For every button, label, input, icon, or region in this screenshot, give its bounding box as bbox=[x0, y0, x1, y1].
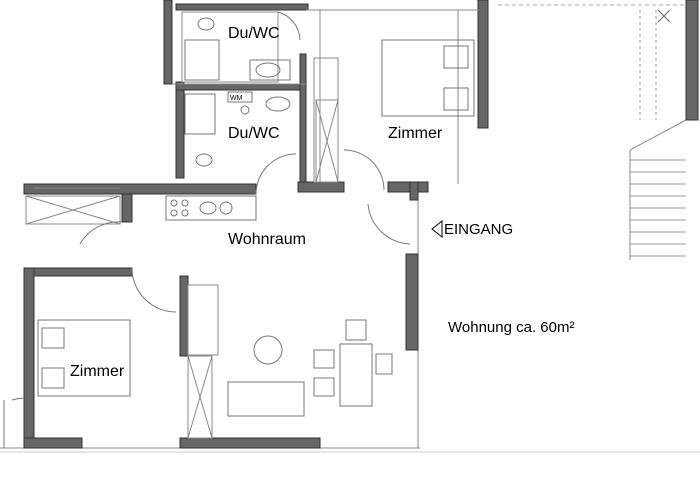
room-label-bedroom-left: Zimmer bbox=[70, 363, 125, 380]
entrance-arrow-icon bbox=[431, 219, 443, 239]
area-note: Wohnung ca. 60m² bbox=[448, 319, 574, 336]
wm-label: WM bbox=[230, 95, 243, 102]
room-label-wc-bottom: Du/WC bbox=[228, 125, 280, 142]
room-label-wc-top: Du/WC bbox=[228, 25, 280, 42]
site-lines bbox=[0, 4, 700, 453]
room-label-bedroom-right: Zimmer bbox=[388, 125, 443, 142]
entrance-label: EINGANG bbox=[444, 221, 513, 238]
walls bbox=[23, 0, 699, 449]
room-label-living: Wohnraum bbox=[228, 231, 306, 248]
fixtures bbox=[3, 11, 475, 448]
room-outlines bbox=[25, 9, 687, 439]
